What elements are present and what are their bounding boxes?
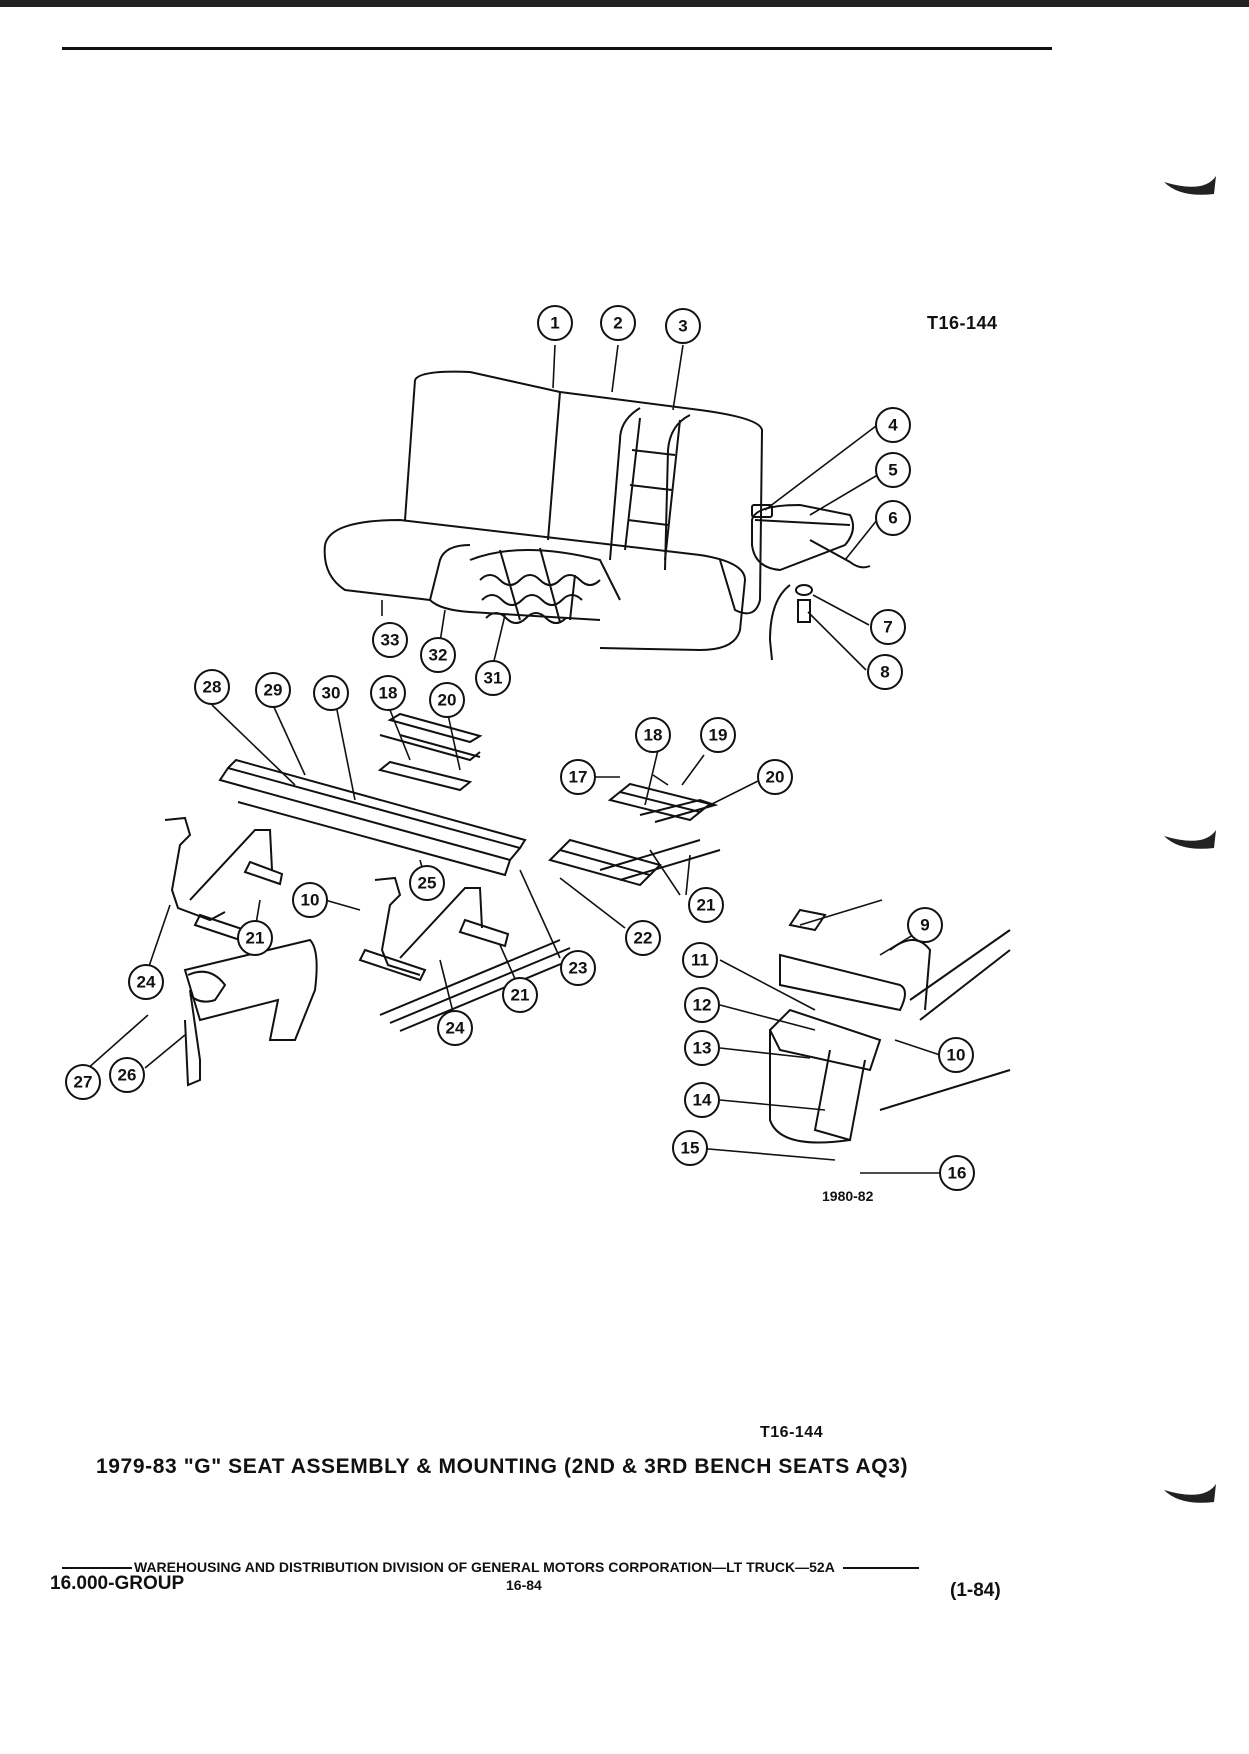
callout-26	[109, 1057, 145, 1093]
callout-25	[409, 865, 445, 901]
callout-5	[875, 452, 911, 488]
footer-publisher-line: WAREHOUSING AND DISTRIBUTION DIVISION OF…	[62, 1559, 919, 1575]
callout-text: 30	[322, 684, 341, 703]
binder-hole-middle	[1164, 830, 1216, 849]
callout-6	[875, 500, 911, 536]
callout-text: 23	[569, 959, 588, 978]
callout-text: 28	[203, 678, 222, 697]
callout-4	[875, 407, 911, 443]
callout-text: 10	[301, 891, 320, 910]
callout-18a	[370, 675, 406, 711]
callout-13	[684, 1030, 720, 1066]
callout-text: 18	[379, 684, 398, 703]
header-rule	[62, 47, 1052, 50]
footer-revision-date: (1-84)	[950, 1580, 1001, 1601]
callout-10b	[938, 1037, 974, 1073]
callout-text: 14	[693, 1091, 712, 1110]
callout-text: 16	[948, 1164, 967, 1183]
page-top-edge	[0, 0, 1249, 7]
footer-dash-right	[842, 1567, 919, 1570]
callout-17	[560, 759, 596, 795]
callout-text: 2	[613, 314, 622, 333]
callout-7	[870, 609, 906, 645]
callout-text: 22	[634, 929, 653, 948]
callout-2	[600, 305, 636, 341]
callout-28	[194, 669, 230, 705]
callout-text: 8	[880, 663, 889, 682]
callout-31	[475, 660, 511, 696]
callout-8	[867, 654, 903, 690]
callout-text: 15	[681, 1139, 700, 1158]
callout-text: 12	[693, 996, 712, 1015]
callout-10a	[292, 882, 328, 918]
callout-21a	[237, 920, 273, 956]
callout-18b	[635, 717, 671, 753]
callout-11	[682, 942, 718, 978]
callout-text: 3	[678, 317, 687, 336]
callout-19	[700, 717, 736, 753]
callout-text: 31	[484, 669, 503, 688]
footer-page-number: 16-84	[506, 1577, 542, 1593]
callout-text: 21	[697, 896, 716, 915]
callout-text: 13	[693, 1039, 712, 1058]
callout-30	[313, 675, 349, 711]
callout-text: 24	[446, 1019, 465, 1038]
figure-reference-top: T16-144	[927, 313, 998, 333]
callout-12	[684, 987, 720, 1023]
callout-24b	[437, 1010, 473, 1046]
footer-dash-left	[62, 1567, 132, 1570]
callout-15	[672, 1130, 708, 1166]
footer-group-number: 16.000-GROUP	[50, 1573, 185, 1594]
callout-27	[65, 1064, 101, 1100]
callout-text: 17	[569, 768, 588, 787]
callout-text: 21	[511, 986, 530, 1005]
callout-9	[907, 907, 943, 943]
figure-reference-bottom: T16-144	[760, 1424, 824, 1441]
callout-text: 20	[766, 768, 785, 787]
callout-text: 25	[418, 874, 437, 893]
callout-21b	[688, 887, 724, 923]
callout-14	[684, 1082, 720, 1118]
callout-29	[255, 672, 291, 708]
callout-16	[939, 1155, 975, 1191]
callout-24a	[128, 964, 164, 1000]
binder-hole-bottom	[1164, 1484, 1216, 1503]
callout-20b	[757, 759, 793, 795]
callout-text: 33	[381, 631, 400, 650]
year-range-note: 1980-82	[822, 1188, 874, 1204]
callout-text: 4	[888, 416, 898, 435]
binder-hole-top	[1164, 176, 1216, 195]
callout-text: 9	[920, 916, 929, 935]
callout-20a	[429, 682, 465, 718]
callout-text: 32	[429, 646, 448, 665]
callout-text: 7	[883, 618, 892, 637]
callout-text: 27	[74, 1073, 93, 1092]
callout-text: 1	[550, 314, 559, 333]
callout-text: 20	[438, 691, 457, 710]
callout-text: 29	[264, 681, 283, 700]
callout-text: 26	[118, 1066, 137, 1085]
callout-3	[665, 308, 701, 344]
callout-22	[625, 920, 661, 956]
callout-text: 24	[137, 973, 156, 992]
callout-text: 5	[888, 461, 897, 480]
callout-text: 6	[888, 509, 897, 528]
callout-32	[420, 637, 456, 673]
callout-text: 19	[709, 726, 728, 745]
callout-23	[560, 950, 596, 986]
callout-text: 11	[691, 951, 709, 970]
footer-publisher-text: WAREHOUSING AND DISTRIBUTION DIVISION OF…	[134, 1559, 835, 1575]
callout-text: 21	[246, 929, 265, 948]
callout-33	[372, 622, 408, 658]
callout-21c	[502, 977, 538, 1013]
figure-caption: 1979-83 "G" SEAT ASSEMBLY & MOUNTING (2N…	[96, 1455, 909, 1478]
callout-text: 10	[947, 1046, 966, 1065]
callout-1	[537, 305, 573, 341]
callout-text: 18	[644, 726, 663, 745]
